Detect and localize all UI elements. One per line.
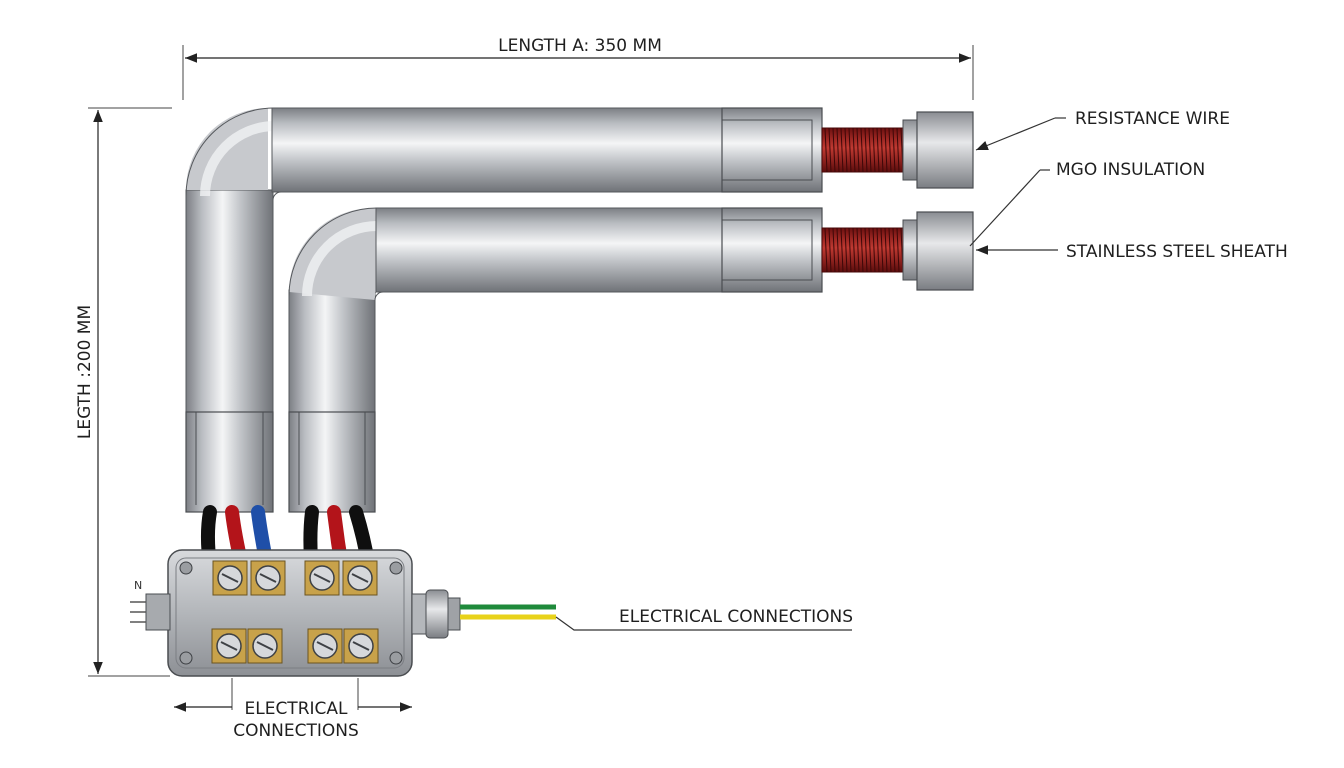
label-electrical-connections-bottom: ELECTRICAL CONNECTIONS (174, 678, 412, 741)
length-a-label: LENGTH A: 350 MM (498, 36, 662, 56)
electrical-connections-right-label: ELECTRICAL CONNECTIONS (619, 607, 853, 627)
side-mark: N (134, 579, 142, 592)
label-stainless-sheath: STAINLESS STEEL SHEATH (976, 242, 1288, 262)
upper-tube (185, 107, 974, 513)
mgo-insulation-label: MGO INSULATION (1056, 160, 1205, 180)
label-resistance-wire: RESISTANCE WIRE (975, 109, 1230, 151)
electrical-connections-bottom-line2: CONNECTIONS (233, 721, 359, 741)
dimension-length-b: LEGTH :200 MM (75, 107, 172, 677)
length-b-label: LEGTH :200 MM (75, 305, 95, 439)
resistance-wire-label: RESISTANCE WIRE (1075, 109, 1230, 129)
electrical-connections-bottom-line1: ELECTRICAL (244, 699, 348, 719)
ground-wires (460, 604, 556, 620)
label-mgo-insulation: MGO INSULATION (969, 160, 1205, 247)
stainless-sheath-label: STAINLESS STEEL SHEATH (1066, 242, 1288, 262)
dimension-length-a: LENGTH A: 350 MM (182, 36, 974, 100)
terminal-box: N (130, 549, 461, 677)
label-electrical-connections-right: ELECTRICAL CONNECTIONS (555, 607, 853, 631)
lower-tube (288, 207, 974, 513)
